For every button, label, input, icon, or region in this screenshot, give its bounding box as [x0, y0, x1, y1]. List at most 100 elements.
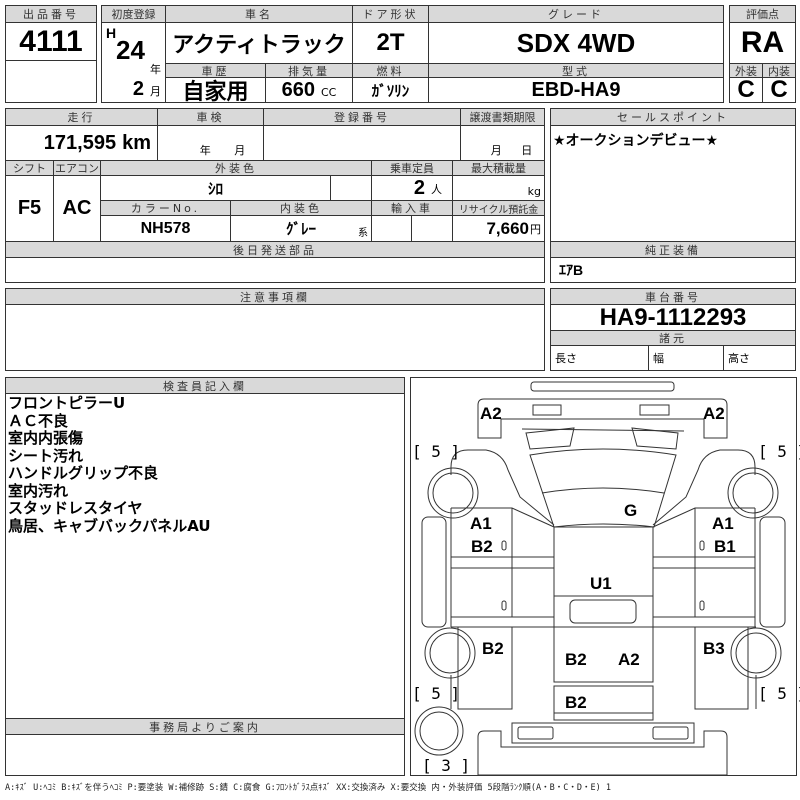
inspector-notes: フロントピラーU ＡＣ不良 室内内張傷 シート汚れ ハンドルグリップ不良 室内汚…	[8, 394, 211, 535]
tire-rear-left: [ 5 ]	[412, 684, 460, 703]
truck-damage-diagram: A2 A2 [ 5 ] [ 5 ] G A1 B2 A1 B1 U1 B2 B3…	[412, 381, 800, 775]
note: 鳥居、キャブバックパネルAU	[8, 516, 211, 535]
ext-color: ｼﾛ	[100, 175, 331, 201]
capacity-value: 2	[413, 176, 425, 199]
caution-label: 注意事項欄	[5, 288, 545, 305]
sales-point: ★オークションデビュー★	[550, 125, 796, 242]
spec-height: 高さ	[723, 345, 796, 371]
int-score: C	[762, 77, 796, 103]
fuel: ｶﾞｿﾘﾝ	[352, 77, 429, 103]
recycle-unit: 円	[530, 222, 541, 236]
mark-left-door-a: A1	[470, 514, 492, 533]
max-load-unit: kg	[527, 185, 541, 198]
int-color-unit: 系	[358, 228, 368, 239]
mark-right-door-b: B1	[714, 537, 736, 556]
note: 室内内張傷	[8, 429, 84, 447]
later-parts	[5, 257, 545, 283]
tire-spare: [ 3 ]	[422, 756, 470, 775]
capacity-unit: 人	[431, 183, 442, 196]
ext-score: C	[729, 77, 763, 103]
aircon: AC	[53, 175, 101, 242]
door-label: ドア形状	[352, 5, 429, 23]
shift: F5	[5, 175, 54, 242]
month-unit: 月	[150, 85, 161, 98]
mileage-value: 171,595	[43, 131, 117, 154]
note: ＡＣ不良	[8, 411, 69, 430]
rear-bumper	[477, 730, 728, 775]
mileage-unit: km	[122, 131, 151, 154]
mark-tailgate: B2	[565, 693, 587, 712]
registration-label: 登録番号	[263, 108, 461, 126]
spec-width: 幅	[648, 345, 724, 371]
door-type: 2T	[352, 22, 429, 64]
mark-right-bed: B3	[703, 639, 725, 658]
int-color: ｸﾞﾚｰ 系	[230, 215, 372, 242]
chassis-label: 車台番号	[550, 288, 796, 305]
tailgate	[553, 685, 654, 721]
mark-left-door-b: B2	[471, 537, 493, 556]
diagram-box	[410, 377, 797, 776]
car-name: アクティトラック	[165, 22, 353, 64]
mileage-label: 走行	[5, 108, 158, 126]
mark-windshield: G	[624, 501, 637, 520]
transfer-day-unit: 日	[521, 144, 533, 157]
mark-bed-floor-a: A2	[618, 650, 640, 669]
history-label: 車歴	[165, 63, 266, 78]
capacity-label: 乗車定員	[371, 160, 453, 176]
first-reg-label: 初度登録	[101, 5, 166, 23]
front-bumper	[477, 398, 728, 439]
ext-score-label: 外装	[729, 63, 763, 78]
car-name-label: 車名	[165, 5, 353, 23]
recycle-value: 7,660	[486, 218, 529, 238]
model-label: 型式	[428, 63, 724, 78]
mark-front-left-bumper: A2	[480, 404, 502, 423]
sales-point-label: セールスポイント	[550, 108, 796, 126]
note: ハンドルグリップ不良	[8, 464, 159, 482]
int-color-label: 内装色	[230, 200, 372, 216]
caution	[5, 304, 545, 371]
year: 24	[116, 35, 145, 65]
inspection-label: 車検	[157, 108, 264, 126]
note: 室内汚れ	[8, 481, 69, 500]
fuel-label: 燃料	[352, 63, 429, 78]
import-b	[411, 215, 453, 242]
max-load: kg	[452, 175, 545, 201]
mark-left-bed: B2	[482, 639, 504, 658]
import-a	[371, 215, 412, 242]
note: スタッドレスタイヤ	[8, 499, 143, 517]
inspection: 年月	[157, 125, 264, 161]
history: 自家用	[165, 77, 266, 103]
grade: SDX 4WD	[428, 22, 724, 64]
tire-front-right: [ 5 ]	[758, 442, 800, 461]
ext-color-label: 外装色	[100, 160, 372, 176]
ext-color-extra	[330, 175, 372, 201]
color-no: NH578	[100, 215, 231, 242]
spec-length: 長さ	[550, 345, 649, 371]
note: シート汚れ	[8, 446, 84, 465]
tire-rear-right: [ 5 ]	[758, 684, 800, 703]
max-load-label: 最大積載量	[452, 160, 545, 176]
first-reg-year: H 24 年	[101, 22, 166, 78]
office-info	[5, 734, 405, 776]
shift-label: シフト	[5, 160, 54, 176]
transfer-label: 譲渡書類期限	[460, 108, 545, 126]
registration	[263, 125, 461, 161]
legend: A:ｷｽﾞ U:ﾍｺﾐ B:ｷｽﾞを伴うﾍｺﾐ P:要塗装 W:補修跡 S:錆 …	[5, 783, 611, 793]
month: 2	[132, 78, 144, 100]
score: RA	[729, 22, 796, 64]
int-color-value: ｸﾞﾚｰ	[285, 221, 316, 238]
rear-window	[569, 599, 637, 624]
equipment-label: 純正装備	[550, 241, 796, 258]
aircon-label: エアコン	[53, 160, 101, 176]
score-label: 評価点	[729, 5, 796, 23]
lot-blank	[5, 60, 97, 103]
specs-label: 諸元	[550, 330, 796, 346]
roof-bar	[530, 381, 675, 392]
mark-bed-floor-b: B2	[565, 650, 587, 669]
inspection-month-unit: 月	[234, 144, 246, 157]
